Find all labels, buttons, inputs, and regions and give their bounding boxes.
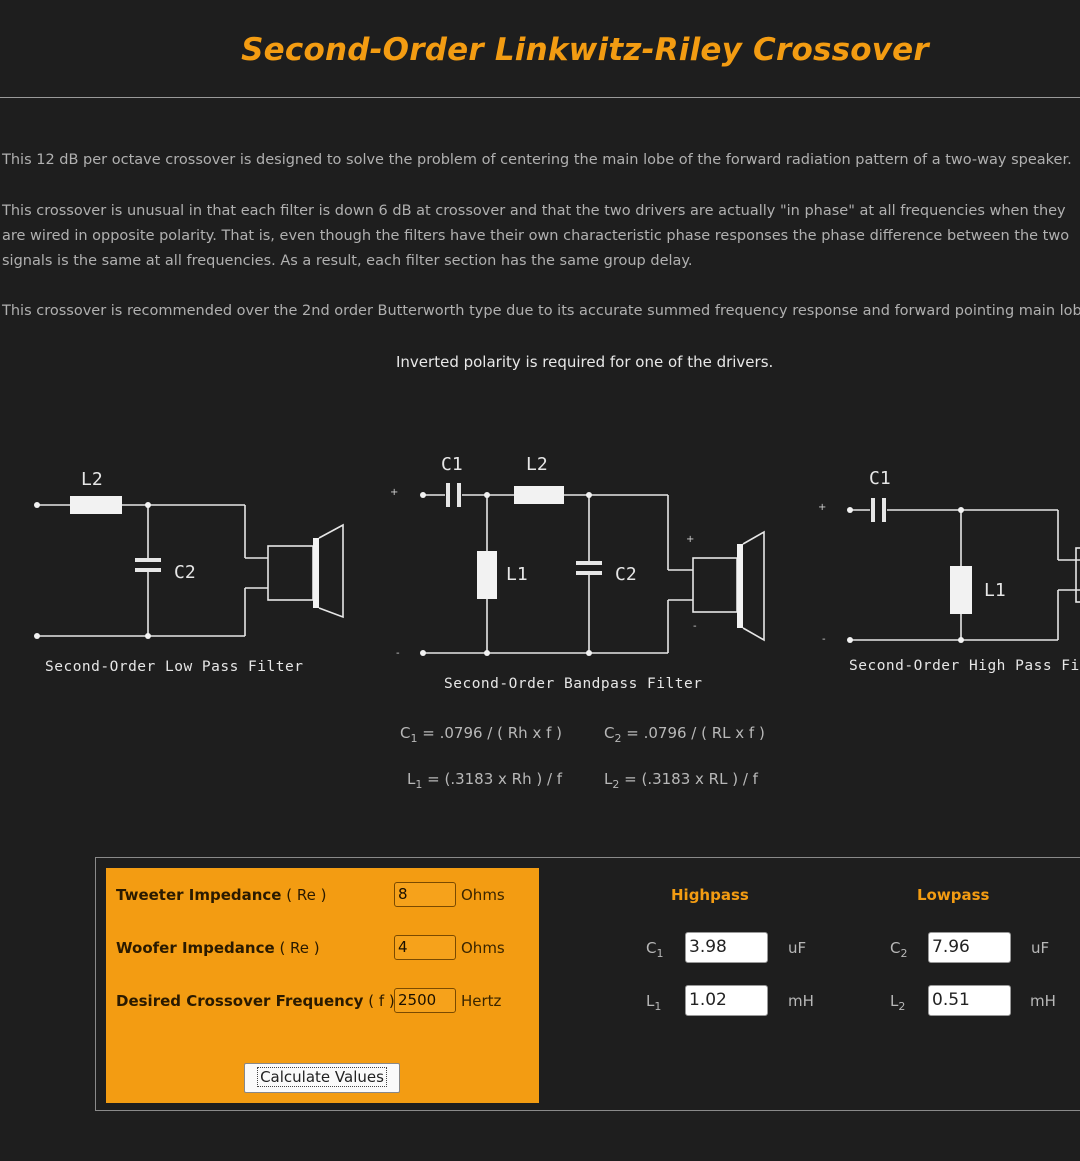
bandpass-inductor-l2	[514, 486, 564, 504]
woofer-impedance-label: Woofer Impedance ( Re )	[116, 939, 320, 957]
lowpass-heading: Lowpass	[917, 886, 990, 904]
woofer-impedance-input[interactable]: 4	[394, 935, 456, 960]
highpass-inductor	[950, 566, 972, 614]
lowpass-l-unit: mH	[1030, 992, 1056, 1010]
phase-paragraph-line-2: are wired in opposite polarity. That is,…	[2, 228, 1070, 244]
polarity-note: Inverted polarity is required for one of…	[396, 353, 774, 371]
highpass-caption: Second-Order High Pass Filter	[849, 658, 1080, 674]
lowpass-caption: Second-Order Low Pass Filter	[45, 659, 304, 675]
highpass-plus-sign: +	[818, 502, 826, 513]
tweeter-impedance-input[interactable]: 8	[394, 882, 456, 907]
lowpass-speaker-magnet	[267, 545, 314, 601]
title-divider	[0, 97, 1080, 98]
bandpass-label-l2: L2	[526, 454, 548, 475]
formula-l2: L2 = (.3183 x RL ) / f	[604, 770, 758, 791]
woofer-impedance-unit: Ohms	[461, 939, 505, 957]
bandpass-label-c2: C2	[615, 564, 637, 585]
highpass-l-output[interactable]: 1.02	[685, 985, 768, 1016]
highpass-minus-sign: -	[822, 634, 826, 645]
lowpass-l-output[interactable]: 0.51	[928, 985, 1011, 1016]
bandpass-label-l1: L1	[506, 564, 528, 585]
lowpass-inductor	[70, 496, 122, 514]
highpass-label-l1: L1	[984, 580, 1006, 601]
lowpass-c-unit: uF	[1031, 939, 1050, 957]
crossover-frequency-label: Desired Crossover Frequency ( f )	[116, 992, 395, 1010]
lowpass-label-l2: L2	[81, 469, 103, 490]
formula-c1: C1 = .0796 / ( Rh x f )	[400, 724, 562, 745]
bandpass-schematic	[420, 483, 765, 656]
calculate-values-button[interactable]: Calculate Values	[244, 1063, 400, 1093]
page-title: Second-Order Linkwitz-Riley Crossover	[241, 32, 929, 68]
bandpass-minus-sign: -	[396, 648, 400, 659]
lowpass-c-label: C2	[890, 939, 908, 960]
bandpass-plus-sign: +	[390, 487, 398, 498]
formula-l1: L1 = (.3183 x Rh ) / f	[407, 770, 563, 791]
highpass-heading: Highpass	[671, 886, 749, 904]
bandpass-label-c1: C1	[441, 454, 463, 475]
crossover-schematics: L2 C2 C1 L2 L1 C2 C1 L1 + - + - + -	[34, 454, 1080, 659]
lowpass-label-c2: C2	[174, 562, 196, 583]
crossover-calculator: Tweeter Impedance ( Re ) 8 Ohms Woofer I…	[95, 857, 1080, 1111]
input-panel: Tweeter Impedance ( Re ) 8 Ohms Woofer I…	[106, 868, 539, 1103]
bandpass-caption: Second-Order Bandpass Filter	[444, 676, 703, 692]
bandpass-inductor-l1	[477, 551, 497, 599]
highpass-c-unit: uF	[788, 939, 807, 957]
bandpass-speaker-minus-sign: -	[693, 621, 697, 632]
highpass-l-label: L1	[646, 992, 662, 1013]
intro-paragraph: This 12 dB per octave crossover is desig…	[2, 152, 1072, 168]
tweeter-impedance-unit: Ohms	[461, 886, 505, 904]
highpass-schematic	[847, 498, 1080, 643]
bandpass-speaker-plus-sign: +	[686, 534, 694, 545]
recommendation-paragraph: This crossover is recommended over the 2…	[2, 303, 1080, 319]
lowpass-c-output[interactable]: 7.96	[928, 932, 1011, 963]
phase-paragraph-line-1: This crossover is unusual in that each f…	[2, 203, 1066, 219]
highpass-c-output[interactable]: 3.98	[685, 932, 768, 963]
formula-c2: C2 = .0796 / ( RL x f )	[604, 724, 765, 745]
lowpass-schematic	[34, 496, 344, 639]
tweeter-impedance-label: Tweeter Impedance ( Re )	[116, 886, 327, 904]
phase-paragraph-line-3: signals is the same at all frequencies. …	[2, 253, 693, 269]
highpass-l-unit: mH	[788, 992, 814, 1010]
crossover-frequency-unit: Hertz	[461, 992, 502, 1010]
highpass-label-c1: C1	[869, 468, 891, 489]
crossover-frequency-input[interactable]: 2500	[394, 988, 456, 1013]
highpass-c-label: C1	[646, 939, 664, 960]
lowpass-l-label: L2	[890, 992, 906, 1013]
